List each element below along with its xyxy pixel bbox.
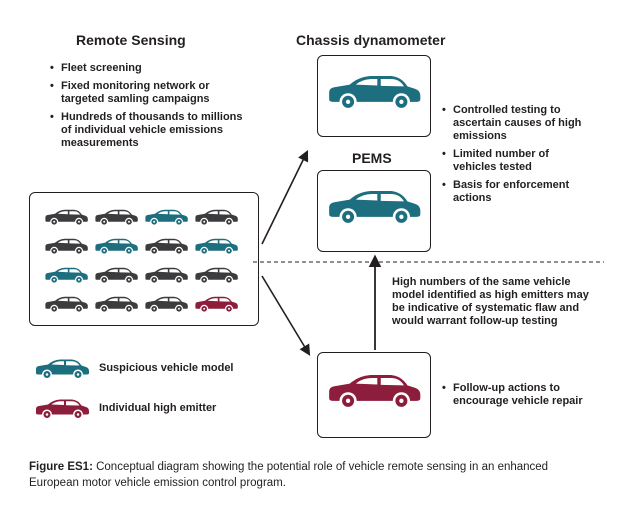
list-item: Follow-up actions to encourage vehicle r…	[442, 382, 592, 408]
testing-bullet-list: Controlled testing to ascertain causes o…	[442, 104, 592, 210]
follow-up-bullet-list: Follow-up actions to encourage vehicle r…	[442, 382, 592, 413]
list-item: Limited number of vehicles tested	[442, 148, 592, 174]
list-item: Fixed monitoring network or targeted sam…	[50, 80, 255, 106]
list-item: Controlled testing to ascertain causes o…	[442, 104, 592, 143]
legend-emitter-label: Individual high emitter	[99, 402, 217, 414]
remote-sensing-heading: Remote Sensing	[76, 32, 186, 48]
chassis-dynamometer-box	[317, 55, 431, 137]
caption-text: Conceptual diagram showing the potential…	[29, 461, 549, 489]
arrow-to-testing	[261, 149, 309, 245]
list-item: Fleet screening	[50, 62, 255, 75]
remote-sensing-bullet-list: Fleet screening Fixed monitoring network…	[50, 62, 255, 155]
arrow-to-follow-up	[261, 275, 311, 356]
caption-label: Figure ES1:	[29, 461, 93, 473]
list-item: Hundreds of thousands to millions of ind…	[50, 111, 255, 150]
pems-heading: PEMS	[352, 150, 392, 166]
list-item: Basis for enforcement actions	[442, 179, 592, 205]
pems-box	[317, 170, 431, 252]
figure-caption: Figure ES1: Conceptual diagram showing t…	[29, 459, 594, 491]
chassis-dynamometer-heading: Chassis dynamometer	[296, 32, 446, 48]
follow-up-box	[317, 352, 431, 438]
fleet-box	[29, 192, 259, 326]
legend-suspicious-label: Suspicious vehicle model	[99, 362, 234, 374]
high-numbers-text: High numbers of the same vehicle model i…	[392, 276, 589, 327]
